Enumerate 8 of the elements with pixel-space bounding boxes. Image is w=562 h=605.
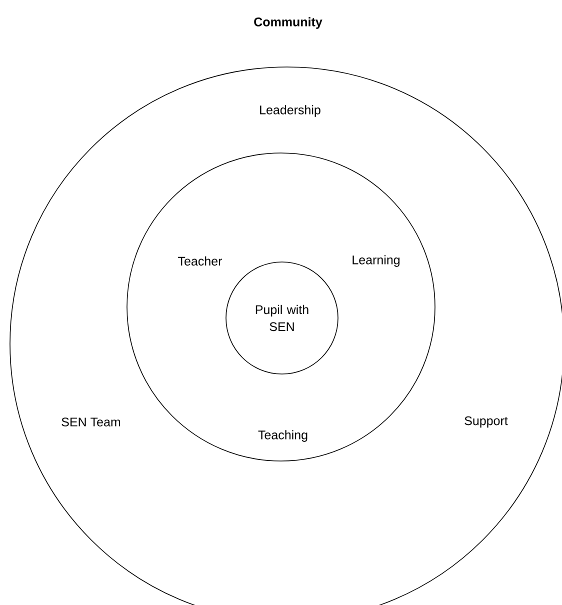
ring-label: Teacher [178, 256, 222, 266]
ring-label: Support [464, 416, 508, 428]
ring-label: Leadership [260, 105, 320, 117]
ring-label: Teaching [258, 430, 308, 442]
ring-label: SEN Team [62, 418, 120, 426]
ring-label: Pupil with SEN [256, 304, 308, 332]
ring-label: Learning [352, 255, 400, 267]
ring-label: Community [254, 17, 322, 29]
